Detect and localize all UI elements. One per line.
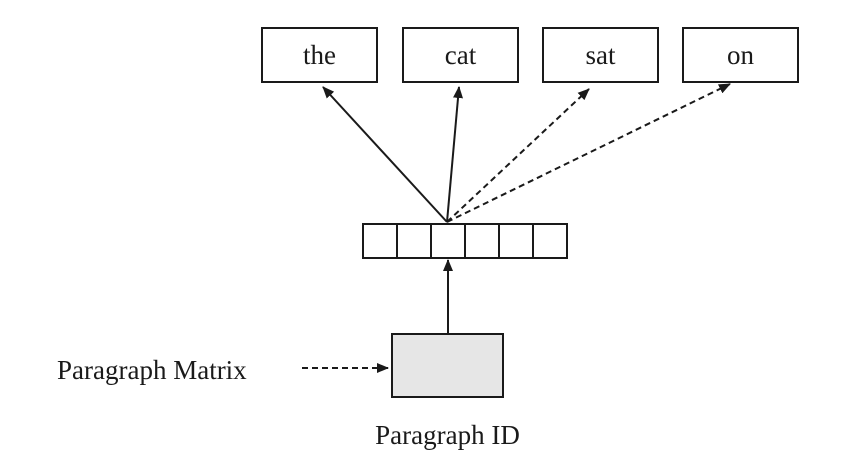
word-box-on: on (682, 27, 799, 83)
vector-cell (532, 223, 568, 259)
word-box-sat: sat (542, 27, 659, 83)
word-on-label: on (727, 40, 755, 70)
vector-cell (430, 223, 466, 259)
word-cat-label: cat (445, 40, 477, 70)
paragraph-vector (362, 223, 568, 259)
word-the-label: the (303, 40, 336, 70)
paragraph-id-box (391, 333, 504, 398)
paragraph-id-label: Paragraph ID (375, 420, 520, 450)
arrow-to-cat (446, 86, 464, 223)
word-box-the: the (261, 27, 378, 83)
word-box-cat: cat (402, 27, 519, 83)
paragraph-matrix-label: Paragraph Matrix (57, 355, 247, 385)
vector-cell (396, 223, 432, 259)
vector-cell (498, 223, 534, 259)
arrow-to-the (322, 86, 448, 223)
vector-cell (464, 223, 500, 259)
word-sat-label: sat (586, 40, 616, 70)
arrow-to-sat-dashed (446, 88, 590, 223)
arrow-to-on-dashed (446, 83, 731, 223)
vector-cell (362, 223, 398, 259)
